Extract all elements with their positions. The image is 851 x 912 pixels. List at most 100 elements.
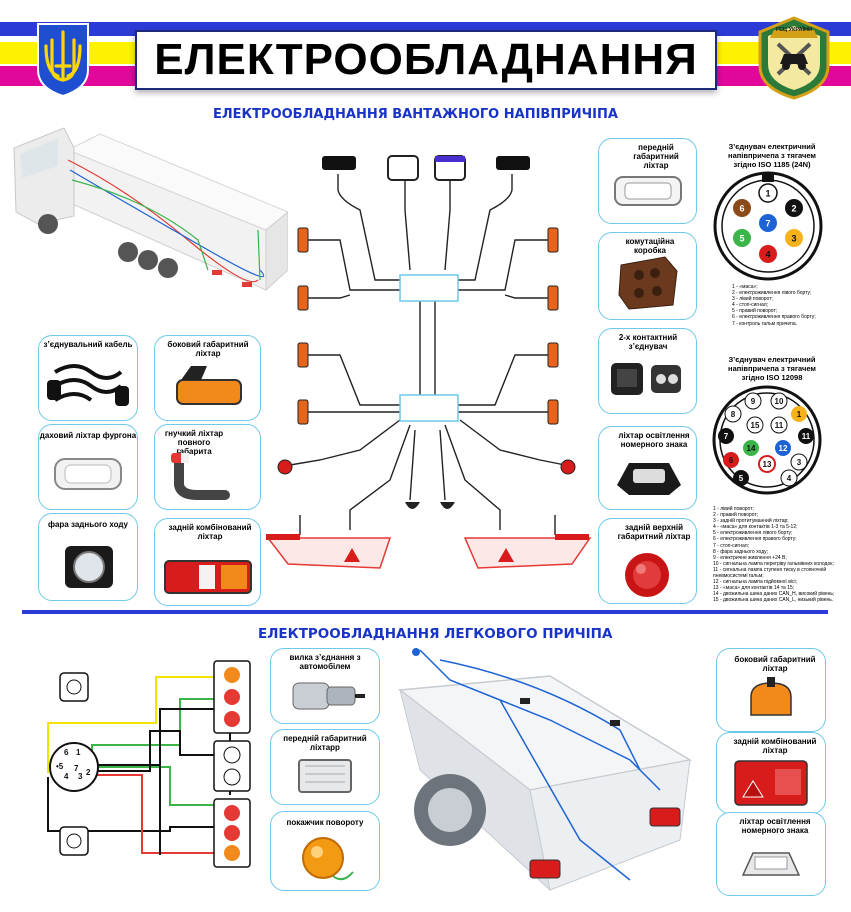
plate-light-car-icon bbox=[741, 852, 801, 876]
pin-24n-5 bbox=[733, 229, 751, 247]
plug-icon bbox=[292, 682, 365, 710]
legend-line: 10 - сигнальна лампа перегріву гальмівни… bbox=[713, 560, 834, 567]
pin-24n-7 bbox=[759, 214, 777, 232]
junction-box-icon bbox=[618, 256, 678, 310]
connector-12098-diagram: 9 10 8 1 7 11 15 11 14 12 13 6 5 3 4 bbox=[711, 384, 823, 496]
front-marker-car-icon bbox=[298, 759, 352, 793]
svg-text:9: 9 bbox=[751, 397, 756, 406]
legend-line: 14 - двожильна шина даних CAN_H, високий… bbox=[713, 591, 835, 598]
legend-line: 5 - правий поворот; bbox=[732, 308, 778, 315]
svg-text:13: 13 bbox=[763, 460, 772, 469]
flexible-marker-label: гнучкий ліхтар повного габарита bbox=[164, 429, 224, 456]
svg-text:7: 7 bbox=[724, 432, 729, 441]
legend-line: 4 - стоп-сигнал; bbox=[732, 302, 769, 309]
svg-text:11: 11 bbox=[802, 432, 811, 441]
legend-line: 1 - лівий поворот; bbox=[713, 506, 754, 512]
connecting-cable-icon bbox=[47, 364, 129, 406]
turn-signal-callout: покажчик повороту bbox=[270, 811, 380, 891]
svg-text:5: 5 bbox=[739, 474, 744, 483]
svg-text:11: 11 bbox=[775, 421, 784, 430]
rear-top-marker-label: задній верхній габаритний ліхтар bbox=[617, 523, 691, 541]
svg-text:7: 7 bbox=[74, 764, 79, 773]
truck-illustration bbox=[8, 120, 289, 330]
coat-of-arms-icon bbox=[34, 22, 92, 98]
reverse-lamp-icon bbox=[65, 546, 113, 588]
rear-top-marker-callout: задній верхній габаритний ліхтар bbox=[598, 518, 697, 604]
two-pin-connector-label: 2-х контактний з’єднувач bbox=[618, 333, 678, 351]
legend-line: 1 - «маса»; bbox=[732, 284, 758, 290]
rear-combo-callout: задній комбінований ліхтар bbox=[154, 518, 261, 606]
svg-text:4: 4 bbox=[64, 772, 69, 781]
plate-light-icon bbox=[617, 463, 681, 495]
gsc-emblem-icon bbox=[752, 14, 836, 102]
page-title-box: ЕЛЕКТРООБЛАДНАННЯ bbox=[135, 30, 717, 90]
rear-combo-car-label: задній комбінований ліхтар bbox=[733, 737, 817, 755]
turn-signal-label: покажчик повороту bbox=[286, 818, 364, 827]
side-marker-callout: боковий габаритний ліхтар bbox=[154, 335, 261, 421]
junction-box-label: комутаційна коробка bbox=[625, 237, 675, 255]
svg-text:2: 2 bbox=[791, 204, 796, 214]
page-title: ЕЛЕКТРООБЛАДНАННЯ bbox=[154, 35, 698, 84]
svg-text:5: 5 bbox=[739, 234, 744, 244]
legend-line: 13 - «маса» для контактів 14 та 15; bbox=[713, 585, 795, 592]
pin-24n-3 bbox=[785, 229, 803, 247]
svg-text:10: 10 bbox=[775, 397, 784, 406]
semitrailer-section-title: ЕЛЕКТРООБЛАДНАННЯ ВАНТАЖНОГО НАПІВПРИЧІП… bbox=[213, 107, 618, 122]
svg-text:3: 3 bbox=[797, 458, 802, 467]
side-marker-lamp-icon bbox=[176, 366, 242, 405]
legend-line: 5 - електроживлення лівого борту; bbox=[713, 530, 793, 537]
svg-text:4: 4 bbox=[765, 250, 770, 260]
svg-text:•5: •5 bbox=[56, 762, 64, 771]
roof-light-icon bbox=[54, 458, 122, 490]
car-trailer-section-title: ЕЛЕКТРООБЛАДНАННЯ ЛЕГКОВОГО ПРИЧІПА bbox=[258, 626, 613, 642]
side-marker-car-icon bbox=[750, 677, 792, 716]
plug-callout: вилка з’єднання з автомобілем bbox=[270, 648, 380, 724]
connector-12098-title: З’єднувач електричний напівпричепа з тяг… bbox=[728, 355, 816, 382]
svg-text:8: 8 bbox=[731, 410, 736, 419]
plate-light-label: ліхтар освітлення номерного знака bbox=[618, 431, 690, 449]
plate-light-car-label: ліхтар освітлення номерного знака bbox=[739, 817, 811, 835]
front-marker-lamp-icon bbox=[614, 176, 682, 206]
flexible-marker-callout: гнучкий ліхтар повного габарита bbox=[154, 424, 261, 510]
pin-24n-6 bbox=[733, 199, 751, 217]
roof-light-callout: даховий ліхтар фургона bbox=[38, 424, 138, 510]
connector-24n-legend: 1 - «маса»; 2 - електроживлення лівого б… bbox=[732, 284, 816, 327]
plate-light-callout: ліхтар освітлення номерного знака bbox=[598, 426, 697, 510]
svg-text:6: 6 bbox=[729, 456, 734, 465]
legend-line: 8 - фара заднього ходу; bbox=[713, 548, 769, 555]
roof-light-label: даховий ліхтар фургона bbox=[39, 431, 137, 440]
junction-box-callout: комутаційна коробка bbox=[598, 232, 697, 320]
front-marker-car-label: передній габаритний ліхтарр bbox=[283, 734, 367, 752]
plug-label: вилка з’єднання з автомобілем bbox=[289, 653, 361, 671]
legend-line: 2 - правий поворот; bbox=[713, 512, 759, 519]
legend-line: 15 - двожильна шина даних CAN_L, низький… bbox=[713, 597, 834, 604]
svg-text:4: 4 bbox=[787, 474, 792, 483]
legend-line: 7 - стоп-сигнал; bbox=[713, 542, 750, 549]
turn-signal-icon bbox=[302, 837, 354, 881]
legend-line: 7 - контроль гальм причепа. bbox=[732, 320, 798, 327]
svg-text:6: 6 bbox=[739, 204, 744, 214]
legend-line: 3 - задній протитуманний ліхтар; bbox=[713, 518, 789, 525]
rear-combo-label: задній комбінований ліхтар bbox=[168, 523, 252, 541]
two-pin-connector-callout: 2-х контактний з’єднувач bbox=[598, 328, 697, 414]
rear-combo-lamp-icon bbox=[164, 560, 252, 594]
reverse-lamp-callout: фара заднього ходу bbox=[38, 513, 138, 601]
front-marker-label: передній габаритний ліхтар bbox=[633, 143, 679, 170]
svg-text:1: 1 bbox=[765, 189, 770, 199]
car-trailer-illustration bbox=[380, 640, 720, 902]
rear-combo-car-icon bbox=[734, 760, 808, 806]
side-marker-car-label: боковий габаритний ліхтар bbox=[734, 655, 816, 673]
plate-light-car-callout: ліхтар освітлення номерного знака bbox=[716, 812, 826, 896]
pin-24n-2 bbox=[785, 199, 803, 217]
legend-line: 11 - сигнальна лампа ступеня тиску в сто… bbox=[713, 566, 827, 573]
rear-top-marker-icon bbox=[625, 553, 669, 597]
connecting-cable-label: з’єднувальний кабель bbox=[43, 340, 133, 349]
pin-24n-4 bbox=[759, 245, 777, 263]
connecting-cable-callout: з’єднувальний кабель bbox=[38, 335, 138, 421]
two-pin-connector-icon bbox=[611, 363, 681, 395]
legend-line: пневмосистемі гальм; bbox=[713, 573, 764, 580]
side-marker-car-callout: боковий габаритний ліхтар bbox=[716, 648, 826, 732]
section-divider bbox=[22, 610, 828, 614]
legend-line: 9 - електричне живлення +24 В; bbox=[713, 554, 787, 561]
